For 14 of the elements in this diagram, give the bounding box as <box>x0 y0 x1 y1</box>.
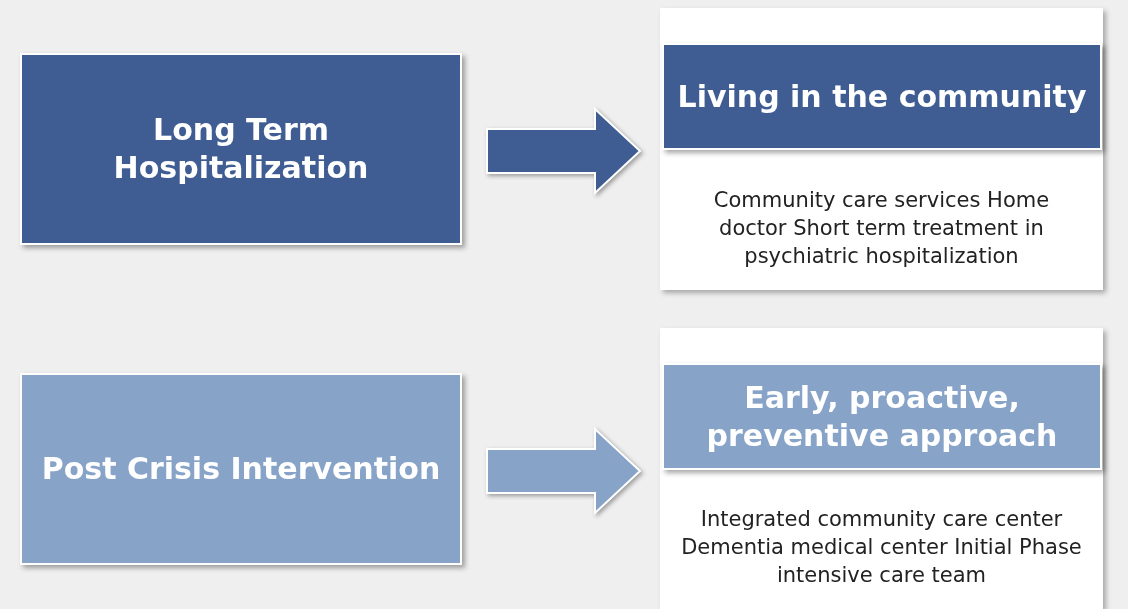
body-text: Community care services Home doctor Short term treatment in psychiatric hospitalization <box>712 187 1051 270</box>
info-card <box>660 328 1103 609</box>
process-box <box>20 373 462 565</box>
block-arrow <box>486 426 642 516</box>
heading-text: Long Term Hospitalization <box>112 111 370 187</box>
heading-text: Living in the community <box>677 77 1087 116</box>
block-arrow <box>486 106 642 196</box>
body-text: Integrated community care center Dementia medical center Initial Phase intensive care team <box>680 506 1083 589</box>
header-band <box>662 363 1102 470</box>
header-band <box>662 43 1102 150</box>
info-card <box>660 8 1103 290</box>
heading-text: Post Crisis Intervention <box>41 450 441 488</box>
heading-text: Early, proactive, preventive approach <box>705 378 1059 455</box>
process-box <box>20 53 462 245</box>
